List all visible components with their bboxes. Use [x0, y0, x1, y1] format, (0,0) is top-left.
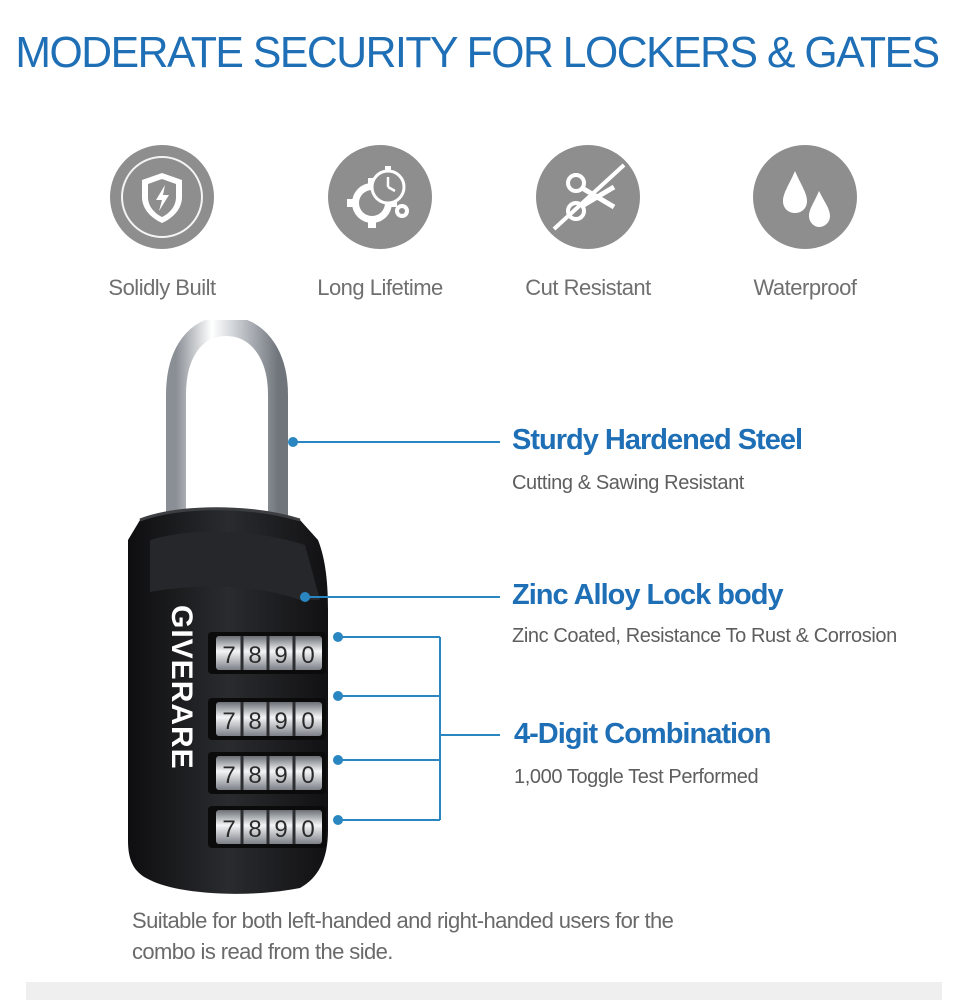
feature-label: Long Lifetime: [317, 275, 443, 300]
dial-digit: 8: [248, 708, 261, 735]
scissors-crossed-icon: [536, 145, 640, 249]
footnote: Suitable for both left-handed and right-…: [132, 905, 832, 967]
dial-digit: 7: [222, 816, 235, 843]
feature-waterproof: Waterproof: [703, 145, 903, 315]
feature-cut-resistant: Cut Resistant: [486, 145, 686, 315]
feature-label: Cut Resistant: [525, 275, 651, 300]
callout-title-combination: 4-Digit Combination: [514, 718, 771, 750]
water-drops-icon: [753, 145, 857, 249]
dial-digit: 9: [274, 642, 287, 669]
lock-brand: GIVERARE: [165, 605, 198, 770]
dial-digit: 0: [301, 816, 314, 843]
dial-digit: 0: [301, 708, 314, 735]
footnote-line-2: combo is read from the side.: [132, 939, 393, 964]
footnote-line-1: Suitable for both left-handed and right-…: [132, 908, 674, 933]
dial-row-3: 7 8 9 0: [208, 752, 326, 794]
dial-digit: 8: [248, 816, 261, 843]
dial-row-1: 7 8 9 0: [208, 632, 326, 674]
callout-subtitle-zinc: Zinc Coated, Resistance To Rust & Corros…: [512, 625, 897, 647]
dial-digit: 0: [301, 762, 314, 789]
shield-lightning-icon: [110, 145, 214, 249]
gear-stopwatch-icon: [328, 145, 432, 249]
dial-digit: 8: [248, 762, 261, 789]
dial-digit: 7: [222, 642, 235, 669]
dial-digit: 8: [248, 642, 261, 669]
combination-dials: 7 8 9 0 7 8 9 0 7 8 9 0: [208, 632, 326, 848]
dial-digit: 0: [301, 642, 314, 669]
feature-solidly-built: Solidly Built: [60, 145, 260, 315]
dial-row-4: 7 8 9 0: [208, 806, 326, 848]
headline: MODERATE SECURITY FOR LOCKERS & GATES: [15, 28, 940, 77]
callout-title-zinc: Zinc Alloy Lock body: [512, 579, 784, 611]
callout-title-steel: Sturdy Hardened Steel: [512, 424, 803, 456]
dial-digit: 9: [274, 762, 287, 789]
dial-digit: 9: [274, 816, 287, 843]
lock-shackle: [166, 320, 288, 585]
dial-digit: 7: [222, 762, 235, 789]
bottom-strip: [26, 982, 942, 1000]
feature-long-lifetime: Long Lifetime: [278, 145, 478, 315]
dial-digit: 9: [274, 708, 287, 735]
callout-subtitle-steel: Cutting & Sawing Resistant: [512, 472, 744, 494]
dial-digit: 7: [222, 708, 235, 735]
padlock-illustration: GIVERARE 7 8 9 0 7 8 9 0: [128, 320, 328, 894]
dial-row-2: 7 8 9 0: [208, 698, 326, 740]
feature-label: Solidly Built: [108, 275, 216, 300]
callout-subtitle-combination: 1,000 Toggle Test Performed: [514, 766, 759, 788]
feature-label: Waterproof: [753, 275, 857, 300]
